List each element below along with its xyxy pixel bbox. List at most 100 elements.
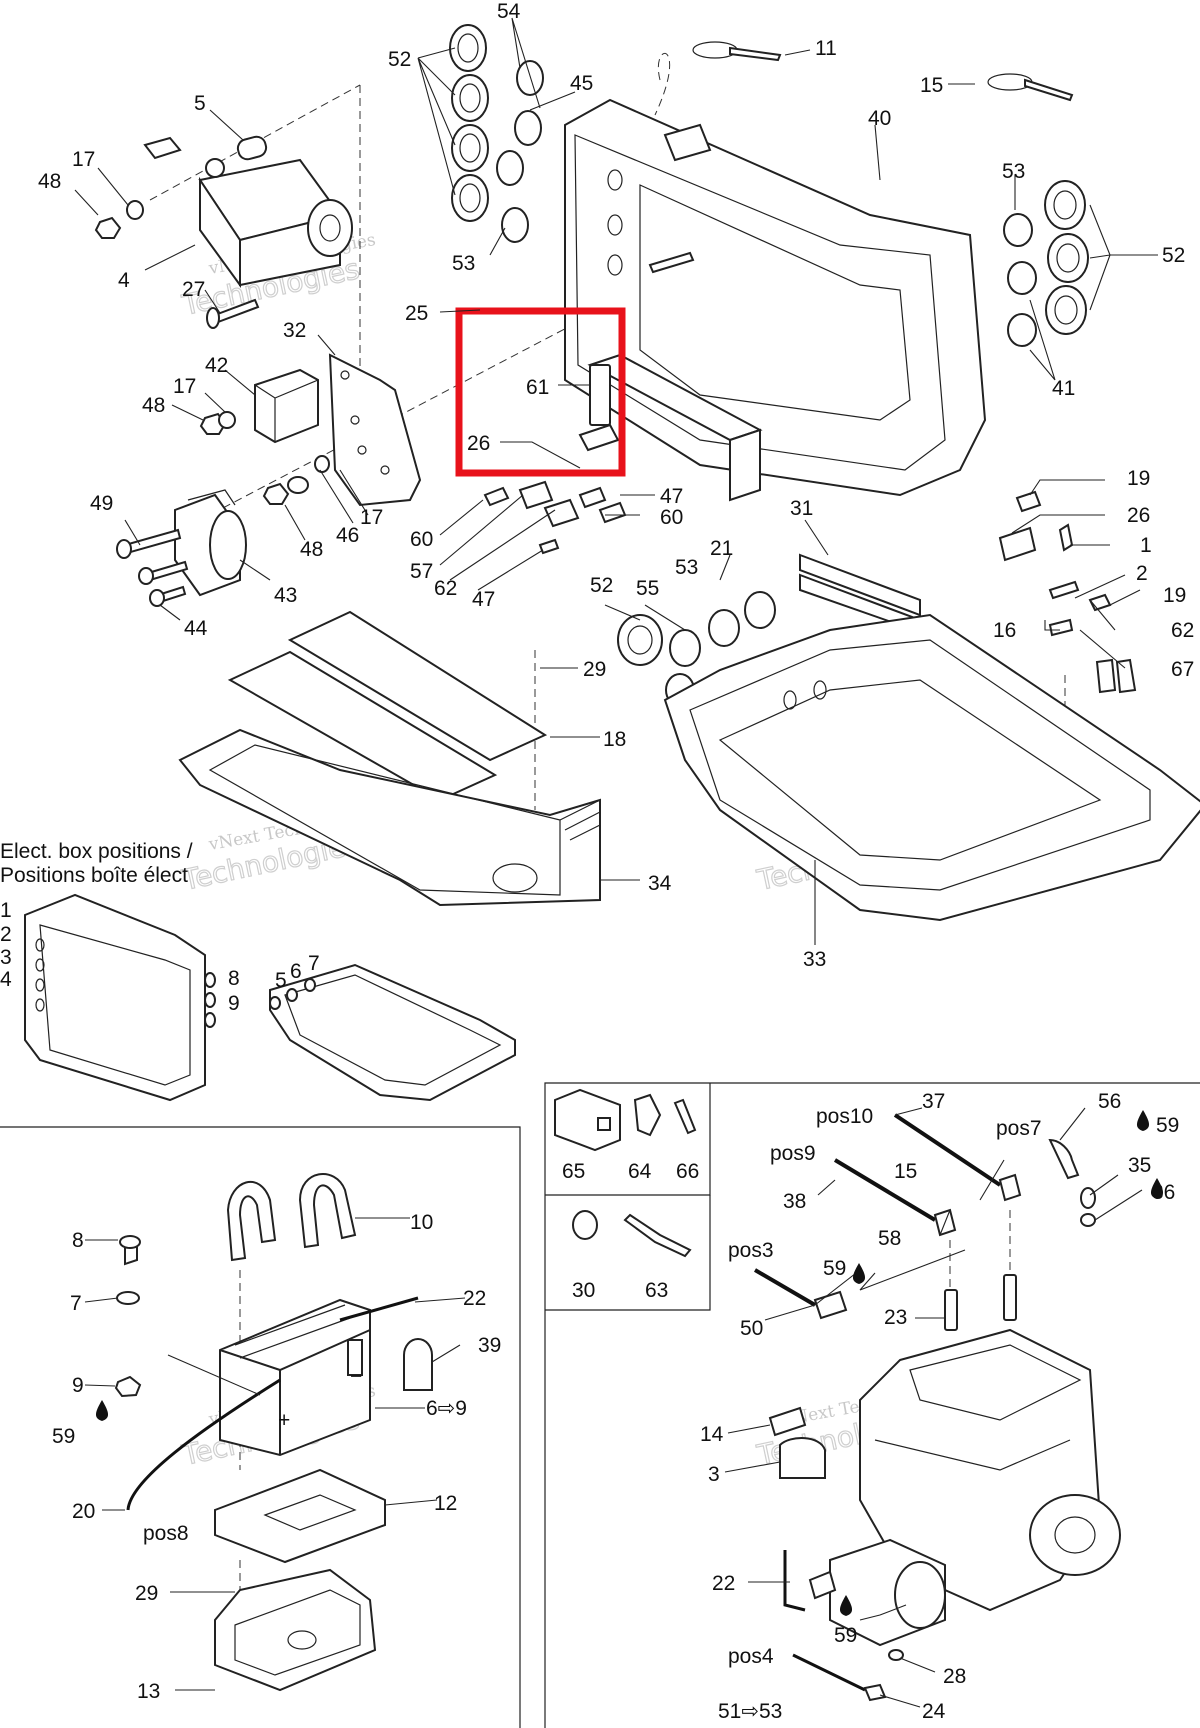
callout-c47a: 47 <box>660 485 683 508</box>
engine-assembly <box>753 1113 1121 1702</box>
callout-c21: 21 <box>710 537 733 560</box>
starter-solenoid <box>116 489 247 607</box>
electrical-box-base <box>663 613 1200 922</box>
positions-caption: Elect. box positions / <box>0 840 193 863</box>
callout-p6: 6 <box>290 960 302 983</box>
callout-c52a: 52 <box>388 48 411 71</box>
callout-c5a: 5 <box>194 92 206 115</box>
callout-p4: 4 <box>0 968 12 991</box>
callout-c42: 42 <box>205 354 228 377</box>
callout-c3: 3 <box>708 1463 720 1486</box>
callout-c15a: 15 <box>920 74 943 97</box>
drop-icon <box>1136 1110 1150 1131</box>
callout-c62b: 62 <box>1171 619 1194 642</box>
callout-pos9: pos9 <box>770 1142 816 1165</box>
callout-c59c: 59 <box>823 1257 846 1280</box>
callout-p5: 5 <box>275 969 287 992</box>
callout-c23: 23 <box>884 1306 907 1329</box>
callout-c26a: 26 <box>467 432 490 455</box>
callout-c9: 9 <box>72 1374 84 1397</box>
callout-c59d: 59 <box>834 1624 857 1647</box>
callout-c58: 58 <box>878 1227 901 1250</box>
callout-c49: 49 <box>90 492 113 515</box>
callout-c14: 14 <box>700 1423 724 1446</box>
callout-c17b: 17 <box>173 375 196 398</box>
callout-c7: 7 <box>70 1292 82 1315</box>
boots-and-grommets <box>617 553 921 707</box>
callout-c16: 16 <box>993 619 1016 642</box>
panel-frames <box>0 1082 1200 1728</box>
drop-icon <box>852 1263 866 1284</box>
lubricant-drop-icons <box>95 1110 1164 1616</box>
callout-c46: 46 <box>336 524 359 547</box>
callout-c56: 56 <box>1098 1090 1121 1113</box>
callout-c66: 66 <box>676 1160 699 1183</box>
connector-inset-parts <box>554 1088 697 1258</box>
callout-c50: 50 <box>740 1317 763 1340</box>
callout-c15b: 15 <box>894 1160 917 1183</box>
callout-c36: 36 <box>1152 1181 1175 1204</box>
plus-terminal-icon: + <box>278 1409 290 1432</box>
callout-c62a: 62 <box>434 577 457 600</box>
callout-c53a: 53 <box>1002 160 1025 183</box>
positions-caption: Positions boîte élect <box>0 864 188 887</box>
callout-c25: 25 <box>405 302 428 325</box>
callout-c39: 39 <box>478 1334 501 1357</box>
callout-c12: 12 <box>434 1492 457 1515</box>
callout-c61: 61 <box>526 376 549 399</box>
callout-c10: 10 <box>410 1211 433 1234</box>
callout-c29a: 29 <box>583 658 606 681</box>
callout-c22a: 22 <box>463 1287 486 1310</box>
callout-c24: 24 <box>922 1700 946 1723</box>
foam-pads-and-tray <box>178 610 601 907</box>
callout-c18: 18 <box>603 728 626 751</box>
minus-terminal-icon: − <box>350 1365 362 1388</box>
callout-c37: 37 <box>922 1090 945 1113</box>
callout-c43: 43 <box>274 584 297 607</box>
callout-c2a: 2 <box>1136 562 1148 585</box>
callout-c22b: 22 <box>712 1572 735 1595</box>
callout-p3: 3 <box>0 946 12 969</box>
callout-c1a: 1 <box>1140 534 1152 557</box>
callout-c59b: 59 <box>1156 1114 1179 1137</box>
callout-p9: 9 <box>228 992 240 1015</box>
relay-bracket <box>199 353 422 507</box>
callout-c48b: 48 <box>142 394 165 417</box>
callout-c27: 27 <box>182 278 205 301</box>
callout-c53c: 53 <box>675 556 698 579</box>
callout-pos4: pos4 <box>728 1645 774 1668</box>
electrical-box-cover <box>564 41 1089 497</box>
leader-lines <box>74 17 1158 1708</box>
fuse-block <box>578 353 763 502</box>
box-positions-inset <box>24 893 516 1102</box>
callout-c17c: 17 <box>360 506 383 529</box>
drop-icon <box>1150 1178 1164 1199</box>
callout-c51: 51⇨53 <box>718 1700 782 1723</box>
callout-c63: 63 <box>645 1279 668 1302</box>
grommet-stack <box>449 24 544 243</box>
battery-assembly <box>114 1173 433 1692</box>
highlight-box <box>455 307 626 477</box>
callout-c60a: 60 <box>660 506 683 529</box>
callout-c67: 67 <box>1171 658 1194 681</box>
callout-c57: 57 <box>410 560 433 583</box>
callout-c48c: 48 <box>300 538 323 561</box>
callout-c20: 20 <box>72 1500 95 1523</box>
callout-c69: 6⇨9 <box>426 1397 467 1420</box>
callout-c47b: 47 <box>472 588 495 611</box>
drop-icon <box>839 1595 853 1616</box>
callout-c40: 40 <box>868 107 891 130</box>
callout-c52c: 52 <box>590 574 613 597</box>
callout-c59a: 59 <box>52 1425 75 1448</box>
callout-c13: 13 <box>137 1680 160 1703</box>
callout-c44: 44 <box>184 617 208 640</box>
callout-p7: 7 <box>308 952 320 975</box>
callout-c64: 64 <box>628 1160 652 1183</box>
callout-c55: 55 <box>636 577 659 600</box>
callout-pos8: pos8 <box>143 1522 189 1545</box>
callout-c60b: 60 <box>410 528 433 551</box>
callout-c19b: 19 <box>1163 584 1186 607</box>
callout-c45: 45 <box>570 72 593 95</box>
callout-c33: 33 <box>803 948 826 971</box>
